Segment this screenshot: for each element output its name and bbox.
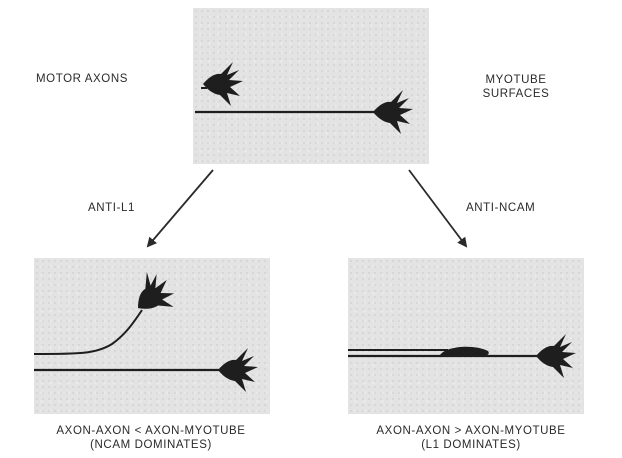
panel-bottom-right	[348, 258, 584, 414]
panel-bottom-right-drawing	[348, 258, 584, 414]
caption-bottom-left-line2: (NCAM DOMINATES)	[6, 438, 296, 452]
growth-cone-icon	[124, 265, 183, 324]
panel-bottom-left-drawing	[34, 258, 270, 414]
label-anti-l1: ANTI-L1	[88, 201, 135, 215]
axon-diverging	[34, 265, 183, 354]
caption-bottom-left-line1: AXON-AXON < AXON-MYOTUBE	[6, 424, 296, 438]
growth-cone-icon	[218, 348, 258, 392]
panel-top-drawing	[193, 8, 429, 164]
axon-fasciculated	[348, 334, 576, 378]
growth-cone-icon	[373, 90, 413, 134]
growth-cone-icon	[536, 334, 576, 378]
panel-bottom-left	[34, 258, 270, 414]
panel-top	[193, 8, 429, 164]
caption-bottom-right: AXON-AXON > AXON-MYOTUBE (L1 DOMINATES)	[326, 424, 616, 452]
label-myotube-surfaces: MYOTUBE SURFACES	[462, 73, 570, 101]
label-motor-axons: MOTOR AXONS	[36, 72, 128, 86]
label-myotube-line1: MYOTUBE	[462, 73, 570, 87]
caption-bottom-right-line2: (L1 DOMINATES)	[326, 438, 616, 452]
growth-cone-flattened	[440, 347, 489, 356]
label-anti-ncam: ANTI-NCAM	[466, 201, 535, 215]
arrow-left	[148, 170, 213, 246]
caption-bottom-left: AXON-AXON < AXON-MYOTUBE (NCAM DOMINATES…	[6, 424, 296, 452]
arrow-right	[409, 170, 466, 246]
growth-cone-icon	[203, 62, 243, 106]
label-myotube-line2: SURFACES	[462, 87, 570, 101]
caption-bottom-right-line1: AXON-AXON > AXON-MYOTUBE	[326, 424, 616, 438]
axon-short	[201, 62, 243, 106]
